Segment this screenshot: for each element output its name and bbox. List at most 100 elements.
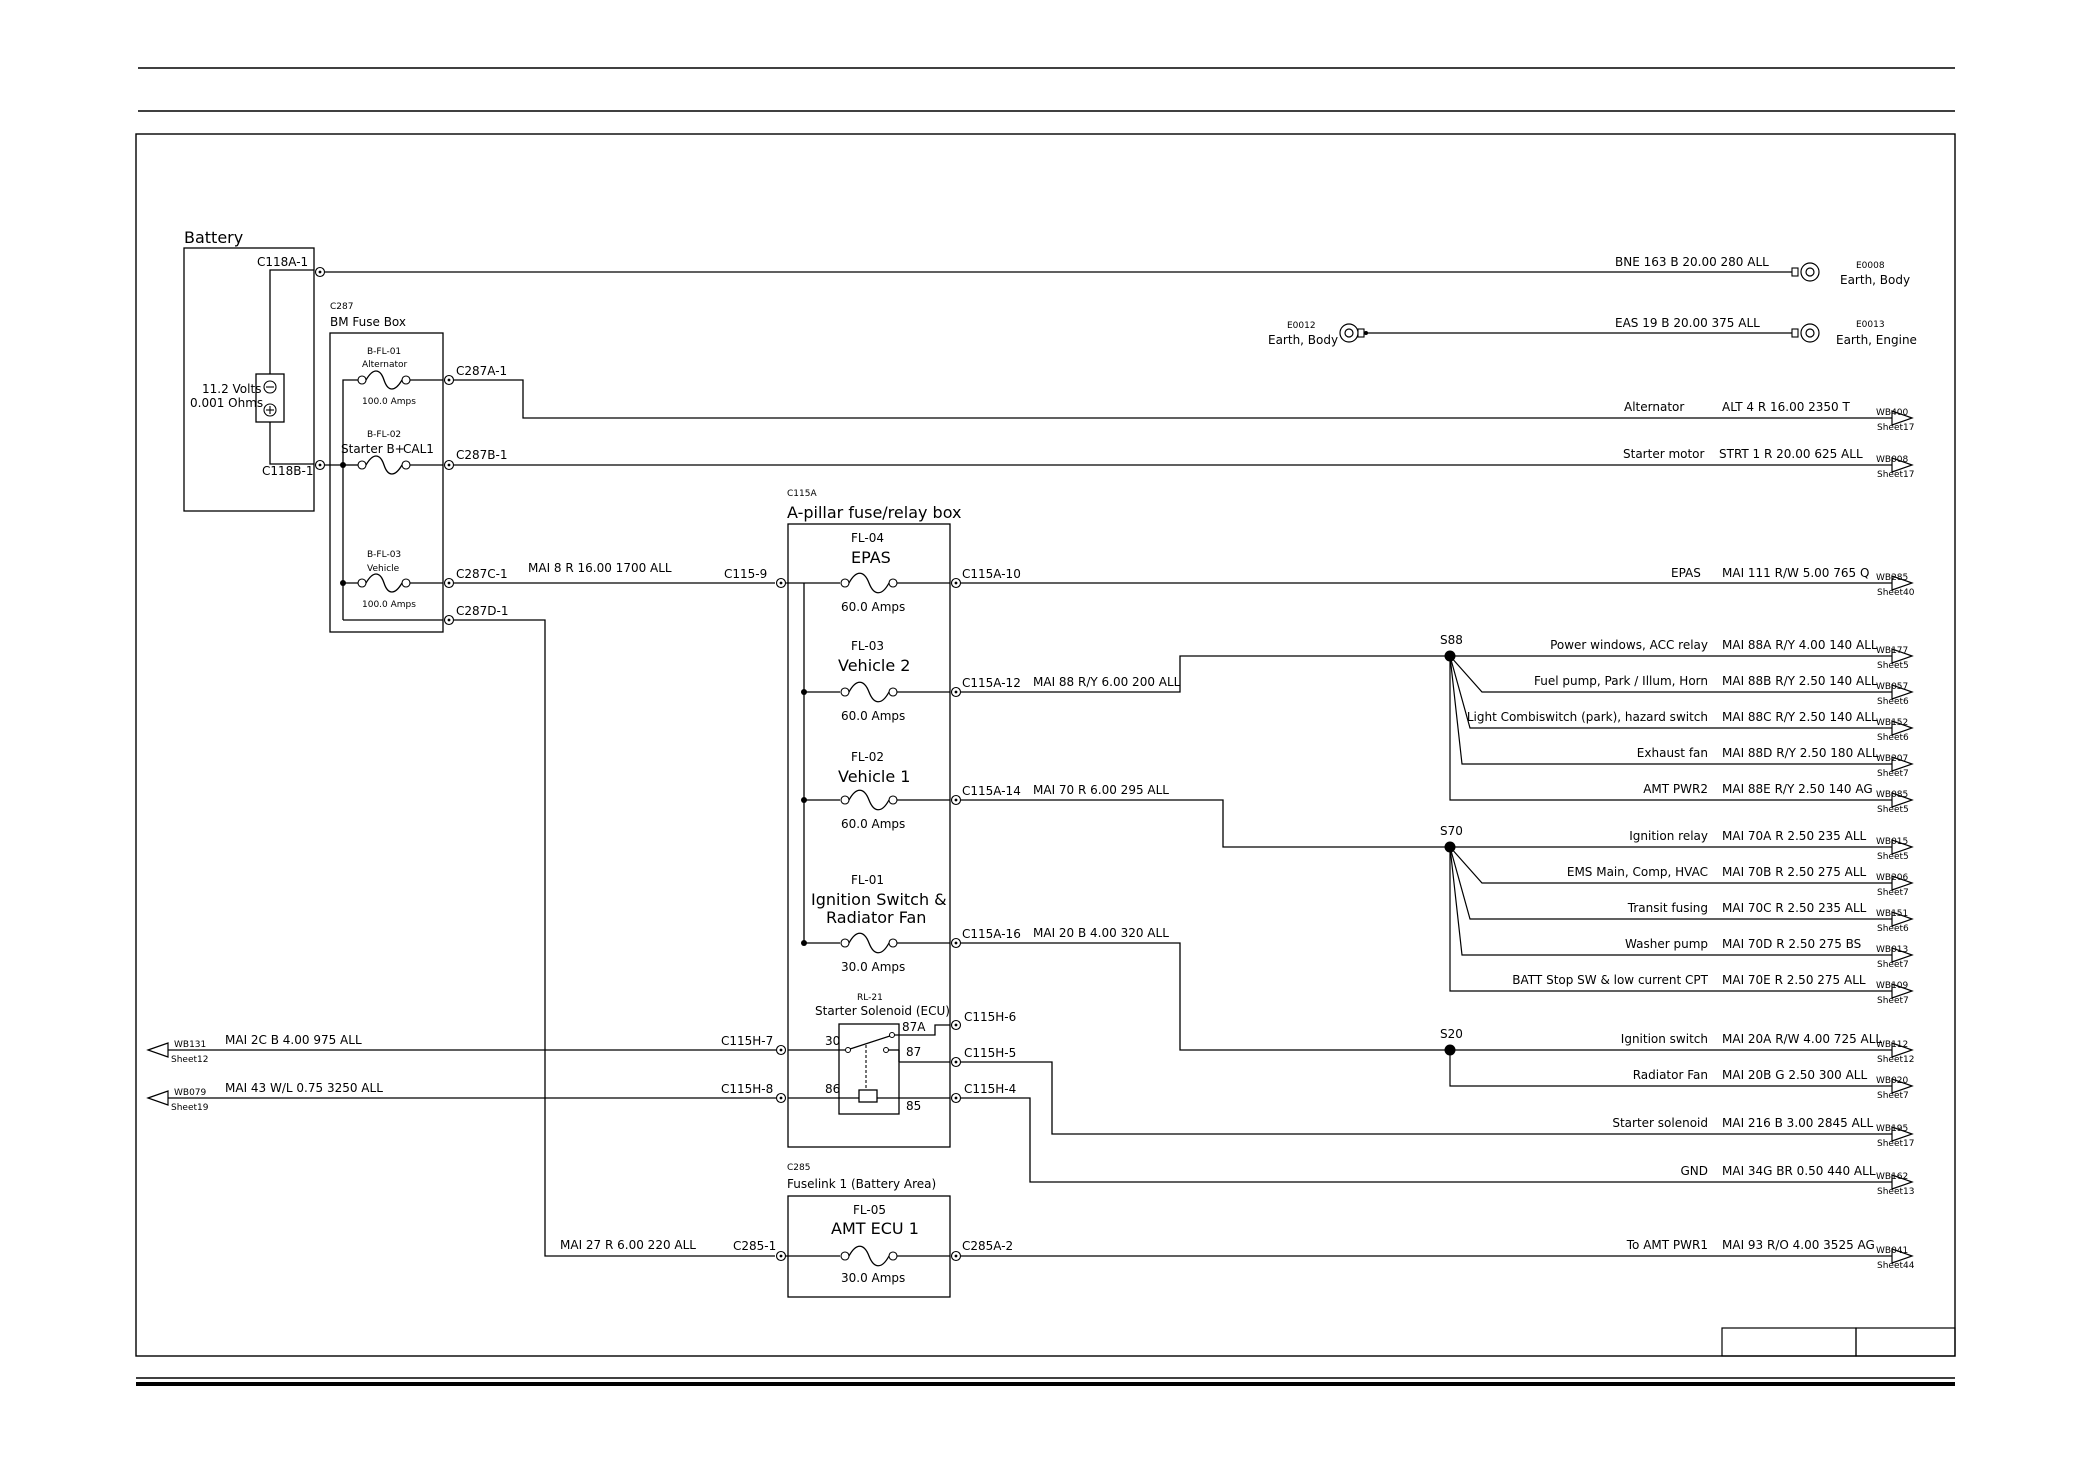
fuselink-c285: C285 Fuselink 1 (Battery Area) FL-05 AMT… xyxy=(786,1163,951,1298)
relay-rl-21-id: RL-21 xyxy=(857,993,883,1003)
earth-e0012-icon xyxy=(1339,323,1365,343)
fuse-fl-03-id: FL-03 xyxy=(851,639,884,653)
fuse-fl-01-name-line1: Ignition Switch & xyxy=(811,890,947,909)
wire-label-main-feed: MAI 8 R 16.00 1700 ALL xyxy=(528,561,672,575)
output-wire: MAI 88A R/Y 4.00 140 ALL xyxy=(1722,638,1878,652)
battery-pin-pos: C118A-1 xyxy=(257,255,308,269)
output-ref: WB400 xyxy=(1876,408,1909,418)
relay-pin-87a: C115H-6 xyxy=(964,1010,1016,1024)
output-ref: WB162 xyxy=(1876,1172,1908,1182)
output-sheet: Sheet5 xyxy=(1877,852,1909,862)
relay-pin-30: C115H-7 xyxy=(721,1034,773,1048)
fusebox-pin-a: C287A-1 xyxy=(456,364,507,378)
earth-e0013-icon xyxy=(1791,323,1820,343)
output-ref: WB020 xyxy=(1876,1076,1909,1086)
output-ref: WB057 xyxy=(1876,682,1908,692)
fusebox-pin-d: C287D-1 xyxy=(456,604,509,618)
output-desc: Starter solenoid xyxy=(1612,1116,1708,1130)
fusebox-name: BM Fuse Box xyxy=(330,315,406,329)
wire-label-e0013: EAS 19 B 20.00 375 ALL xyxy=(1615,316,1760,330)
splice-s70-label: S70 xyxy=(1440,824,1463,838)
output-sheet: Sheet7 xyxy=(1877,960,1909,970)
fuse-b-fl-03-name: Vehicle xyxy=(367,564,400,574)
fuse-fl-05-id: FL-05 xyxy=(853,1203,886,1217)
output-sheet: Sheet6 xyxy=(1877,733,1909,743)
wire-label-e0008: BNE 163 B 20.00 280 ALL xyxy=(1615,255,1769,269)
relay-pin-87: C115H-5 xyxy=(964,1046,1016,1060)
fusebox-id: C287 xyxy=(330,302,353,312)
relay-terminal-85: 85 xyxy=(906,1099,921,1113)
left-output-wire-0: MAI 2C B 4.00 975 ALL xyxy=(225,1033,362,1047)
output-epas-wire: MAI 111 R/W 5.00 765 Q xyxy=(1722,566,1869,580)
relay-pin-85: C115H-4 xyxy=(964,1082,1016,1096)
output-wire: MAI 20A R/W 4.00 725 ALL xyxy=(1722,1032,1882,1046)
output-arrow-icon xyxy=(1891,410,1914,426)
earth-e0008-name: Earth, Body xyxy=(1840,273,1910,287)
output-starter-wire: STRT 1 R 20.00 625 ALL xyxy=(1719,447,1863,461)
output-desc: Ignition switch xyxy=(1621,1032,1708,1046)
s88-branches xyxy=(1449,655,1900,801)
output-desc: Exhaust fan xyxy=(1637,746,1708,760)
fuse-fl-01-rating: 30.0 Amps xyxy=(841,960,905,974)
fuse-fl-05-rating: 30.0 Amps xyxy=(841,1271,905,1285)
fuse-fl-02-name: Vehicle 1 xyxy=(838,767,910,786)
output-desc: GND xyxy=(1680,1164,1708,1178)
right-output-list: WB400Sheet17WB008Sheet17WB285Sheet40WB17… xyxy=(1467,408,1915,1271)
relay-rl-21-name: Starter Solenoid (ECU) xyxy=(815,1004,950,1018)
output-desc: Power windows, ACC relay xyxy=(1550,638,1708,652)
left-output-ref-0: WB131 xyxy=(174,1040,206,1050)
output-ref: WB109 xyxy=(1876,981,1909,991)
output-alternator-wire: ALT 4 R 16.00 2350 T xyxy=(1722,400,1851,414)
wire-label-fuselink-feed: MAI 27 R 6.00 220 ALL xyxy=(560,1238,696,1252)
output-arrow-icon xyxy=(1891,457,1914,473)
output-sheet: Sheet6 xyxy=(1877,697,1909,707)
output-wire: MAI 88C R/Y 2.50 140 ALL xyxy=(1722,710,1878,724)
output-arrow-icon xyxy=(1891,839,1914,855)
output-ref: WB015 xyxy=(1876,837,1908,847)
output-sheet: Sheet7 xyxy=(1877,1091,1909,1101)
battery-component: Battery 11.2 Volts 0.001 Ohms C118A-1 C1… xyxy=(183,228,326,512)
fuse-b-fl-02-name: Starter B+ xyxy=(341,442,405,456)
output-ref: WB177 xyxy=(1876,646,1908,656)
output-sheet: Sheet17 xyxy=(1877,470,1914,480)
output-arrow-icon xyxy=(1891,947,1914,963)
output-arrow-icon xyxy=(1891,648,1914,664)
fuse-b-fl-02-cal: CAL1 xyxy=(403,442,434,456)
s70-branches xyxy=(1449,846,1900,992)
relay-terminal-86: 86 xyxy=(825,1082,840,1096)
output-ref: WB008 xyxy=(1876,455,1909,465)
output-sheet: Sheet5 xyxy=(1877,805,1909,815)
output-arrow-icon xyxy=(1891,911,1914,927)
output-desc: BATT Stop SW & low current CPT xyxy=(1512,973,1708,987)
output-wire: MAI 216 B 3.00 2845 ALL xyxy=(1722,1116,1873,1130)
wire-label-s88-feed: MAI 88 R/Y 6.00 200 ALL xyxy=(1033,675,1181,689)
earth-e0012-id: E0012 xyxy=(1287,321,1316,331)
relay-terminal-87a: 87A xyxy=(902,1020,926,1034)
output-arrow-icon xyxy=(1891,1174,1914,1190)
fuse-fl-04-id: FL-04 xyxy=(851,531,884,545)
wire-label-s20-feed: MAI 20 B 4.00 320 ALL xyxy=(1033,926,1169,940)
relaybox-pin-12: C115A-12 xyxy=(962,676,1021,690)
output-arrow-icon xyxy=(1891,720,1914,736)
output-starter-desc: Starter motor xyxy=(1623,447,1705,461)
output-arrow-icon xyxy=(1891,1042,1914,1058)
fuse-fl-03-name: Vehicle 2 xyxy=(838,656,910,675)
fusebox-pin-b: C287B-1 xyxy=(456,448,507,462)
fuse-b-fl-02-id: B-FL-02 xyxy=(367,430,401,440)
output-ref: WB285 xyxy=(1876,573,1908,583)
output-sheet: Sheet6 xyxy=(1877,924,1909,934)
output-wire: MAI 70C R 2.50 235 ALL xyxy=(1722,901,1867,915)
fuse-b-fl-01-id: B-FL-01 xyxy=(367,347,401,357)
fuse-fl-04-name: EPAS xyxy=(851,548,891,567)
relay-terminal-30: 30 xyxy=(825,1034,840,1048)
output-ref: WB206 xyxy=(1876,873,1909,883)
output-arrow-icon xyxy=(1891,1248,1914,1264)
output-desc: Ignition relay xyxy=(1629,829,1708,843)
output-alternator-desc: Alternator xyxy=(1624,400,1684,414)
earth-e0013-name: Earth, Engine xyxy=(1836,333,1917,347)
fuselink-name: Fuselink 1 (Battery Area) xyxy=(787,1177,936,1191)
output-ref: WB085 xyxy=(1876,790,1908,800)
battery-voltage: 11.2 Volts xyxy=(202,382,261,396)
relaybox-id: C115A xyxy=(787,489,817,499)
relaybox-pin-14: C115A-14 xyxy=(962,784,1021,798)
